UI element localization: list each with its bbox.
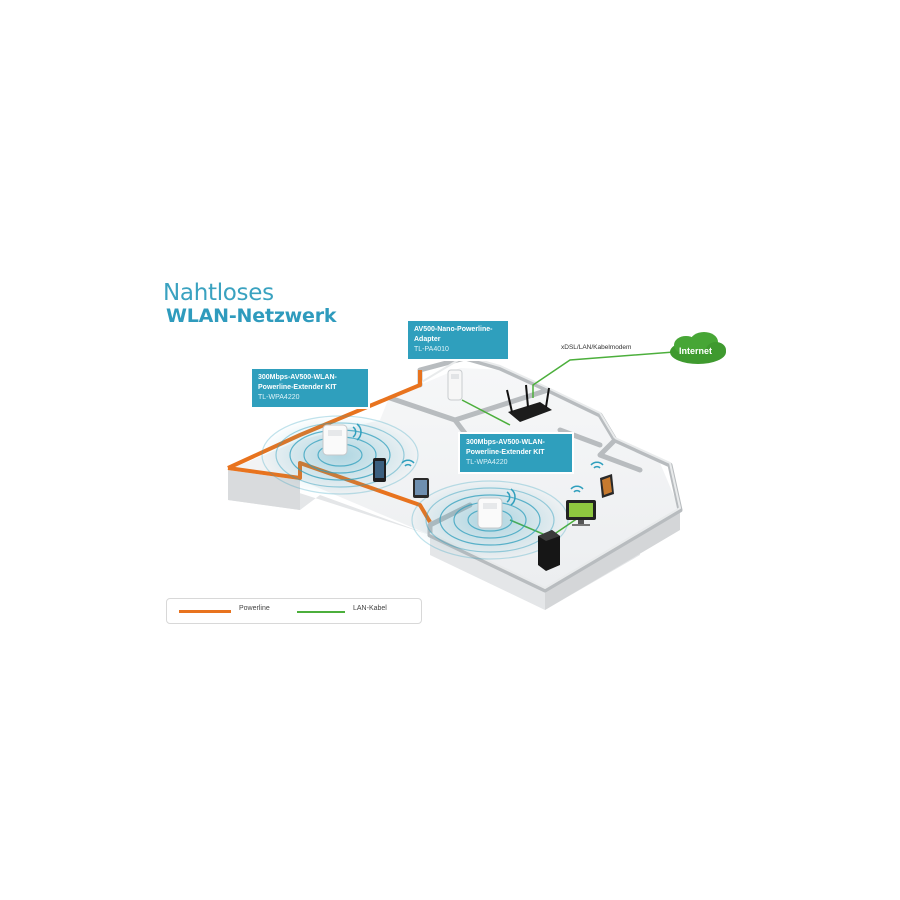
callout-nano-adapter: AV500-Nano-Powerline-Adapter TL-PA4010	[408, 321, 508, 359]
internet-cloud-icon	[670, 332, 726, 364]
legend-lan-label: LAN-Kabel	[353, 605, 387, 612]
powerline-extender-icon-left	[322, 424, 348, 456]
callout-extender-right: 300Mbps-AV500-WLAN-Powerline-Extender KI…	[460, 434, 572, 472]
pc-tower-icon	[538, 530, 560, 571]
monitor-icon	[566, 500, 596, 526]
smartphone-icon	[373, 458, 386, 482]
legend-powerline-swatch	[179, 610, 231, 613]
legend: Powerline LAN-Kabel	[166, 598, 422, 624]
powerline-adapter-icon	[447, 369, 463, 401]
callout-extender-right-name: 300Mbps-AV500-WLAN-Powerline-Extender KI…	[466, 439, 545, 456]
internet-label: Internet	[679, 346, 713, 356]
callout-extender-right-model: TL-WPA4220	[466, 459, 508, 466]
tablet-stand-icon	[600, 474, 614, 498]
powerline-extender-icon-right	[477, 497, 503, 529]
callout-nano-adapter-name: AV500-Nano-Powerline-Adapter	[414, 326, 493, 343]
callout-nano-adapter-model: TL-PA4010	[414, 346, 449, 353]
title-line-1: Nahtloses	[163, 280, 274, 306]
callout-extender-left: 300Mbps-AV500-WLAN-Powerline-Extender KI…	[252, 369, 368, 407]
legend-lan-swatch	[297, 611, 345, 613]
legend-powerline-label: Powerline	[239, 605, 270, 612]
router-icon	[506, 384, 552, 422]
tablet-icon	[413, 478, 429, 498]
wifi-signal-icon	[352, 423, 604, 506]
callout-extender-left-name: 300Mbps-AV500-WLAN-Powerline-Extender KI…	[258, 374, 337, 391]
callout-extender-left-model: TL-WPA4220	[258, 394, 300, 401]
title-line-2: WLAN-Netzwerk	[166, 305, 337, 327]
modem-label: xDSL/LAN/Kabelmodem	[561, 344, 632, 351]
